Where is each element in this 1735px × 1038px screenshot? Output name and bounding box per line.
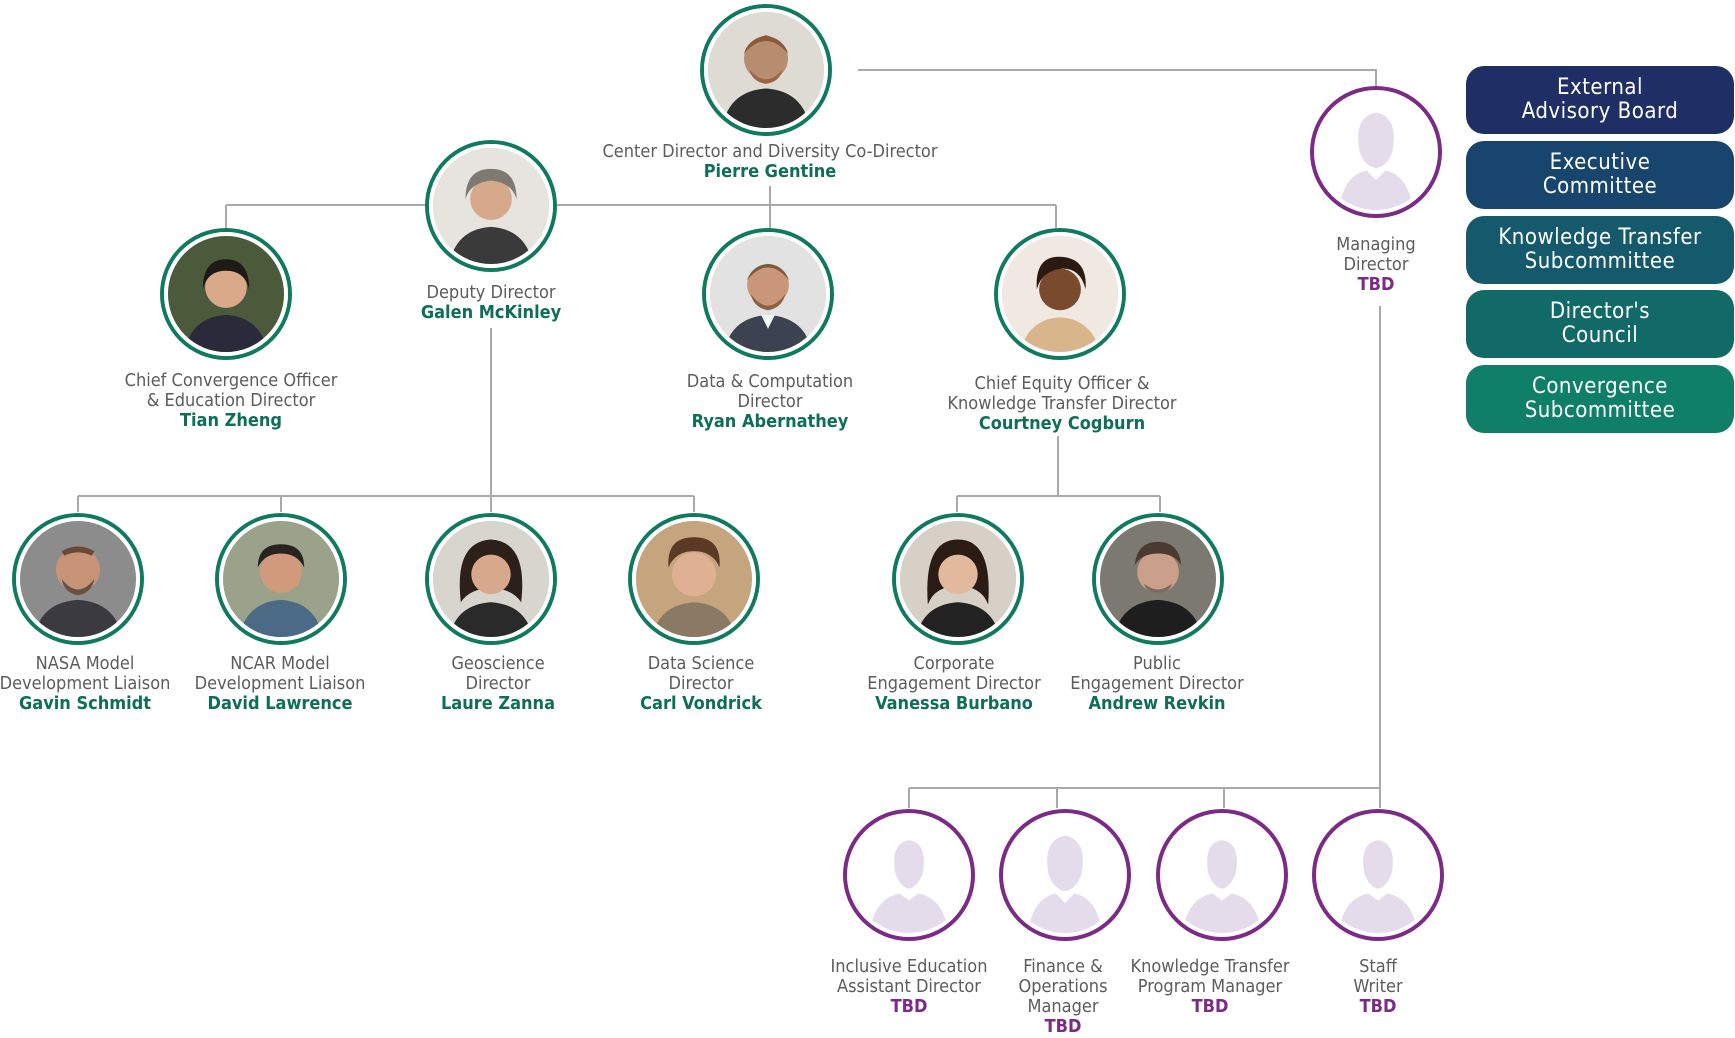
role-text: Deputy Director: [426, 282, 556, 303]
name-text: Galen McKinley: [420, 302, 562, 323]
committee-knowledge-transfer: Knowledge Transfer Subcommittee: [1466, 216, 1734, 284]
chief-equity-label: Chief Equity Officer & Knowledge Transfe…: [912, 374, 1212, 434]
name-text: Tian Zheng: [179, 410, 283, 431]
person-photo-icon: [998, 232, 1122, 356]
person-photo-icon: [706, 232, 830, 356]
person-photo-icon: [704, 8, 828, 132]
staff-writer-label: Staff Writer TBD: [1248, 957, 1508, 1017]
name-text: Vanessa Burbano: [875, 693, 1033, 714]
kt-program-manager-label: Knowledge Transfer Program Manager TBD: [1076, 957, 1344, 1017]
role-text: Data & Computation Director: [686, 371, 854, 412]
name-text: Ryan Abernathey: [691, 411, 849, 432]
connector-to-managing-director: [858, 69, 1377, 88]
person-silhouette-icon: [1003, 813, 1127, 937]
role-text: Center Director and Diversity Co-Directo…: [602, 141, 938, 162]
role-text: Geoscience Director: [451, 653, 545, 694]
data-science-label: Data Science Director Carl Vondrick: [571, 654, 831, 714]
name-text: Courtney Cogburn: [978, 413, 1146, 434]
name-text: Pierre Gentine: [703, 161, 837, 182]
committee-convergence: Convergence Subcommittee: [1466, 365, 1734, 433]
role-text: Finance & Operations Manager: [1018, 956, 1108, 1017]
name-text: TBD: [890, 996, 928, 1017]
role-text: Chief Equity Officer & Knowledge Transfe…: [947, 373, 1177, 414]
data-computation-label: Data & Computation Director Ryan Abernat…: [640, 372, 900, 432]
name-text: TBD: [1357, 274, 1395, 295]
name-text: Carl Vondrick: [640, 693, 762, 714]
inclusive-education-label: Inclusive Education Assistant Director T…: [779, 957, 1039, 1017]
geoscience-label: Geoscience Director Laure Zanna: [368, 654, 628, 714]
name-text: TBD: [1044, 1016, 1082, 1037]
name-text: Gavin Schmidt: [18, 693, 152, 714]
deputy-director-label: Deputy Director Galen McKinley: [361, 283, 621, 323]
person-photo-icon: [164, 232, 288, 356]
committee-external-advisory-board: External Advisory Board: [1466, 66, 1734, 134]
person-silhouette-icon: [1160, 813, 1284, 937]
name-text: Andrew Revkin: [1088, 693, 1226, 714]
name-text: TBD: [1359, 996, 1397, 1017]
person-photo-icon: [16, 517, 140, 641]
person-photo-icon: [896, 517, 1020, 641]
role-text: Corporate Engagement Director: [867, 653, 1041, 694]
committee-directors-council: Director's Council: [1466, 290, 1734, 358]
chief-convergence-label: Chief Convergence Officer & Education Di…: [101, 371, 361, 431]
role-text: NCAR Model Development Liaison: [194, 653, 366, 694]
role-text: NASA Model Development Liaison: [0, 653, 171, 694]
person-photo-icon: [632, 517, 756, 641]
ncar-liaison-label: NCAR Model Development Liaison David Law…: [150, 654, 410, 714]
person-photo-icon: [1096, 517, 1220, 641]
person-photo-icon: [429, 144, 553, 268]
person-photo-icon: [219, 517, 343, 641]
role-text: Inclusive Education Assistant Director: [830, 956, 988, 997]
role-text: Chief Convergence Officer & Education Di…: [124, 370, 338, 411]
person-silhouette-icon: [1316, 813, 1440, 937]
name-text: TBD: [1191, 996, 1229, 1017]
public-engagement-label: Public Engagement Director Andrew Revkin: [1027, 654, 1287, 714]
person-silhouette-icon: [847, 813, 971, 937]
role-text: Knowledge Transfer Program Manager: [1130, 956, 1290, 997]
role-text: Staff Writer: [1353, 956, 1403, 997]
finance-operations-label: Finance & Operations Manager TBD: [933, 957, 1193, 1037]
corporate-engagement-label: Corporate Engagement Director Vanessa Bu…: [824, 654, 1084, 714]
role-text: Managing Director: [1336, 234, 1416, 275]
role-text: Public Engagement Director: [1070, 653, 1244, 694]
person-photo-icon: [429, 517, 553, 641]
managing-director-label: Managing Director TBD: [1246, 235, 1506, 295]
name-text: Laure Zanna: [440, 693, 556, 714]
nasa-liaison-label: NASA Model Development Liaison Gavin Sch…: [0, 654, 215, 714]
committee-executive: Executive Committee: [1466, 141, 1734, 209]
person-silhouette-icon: [1314, 90, 1438, 214]
role-text: Data Science Director: [647, 653, 755, 694]
name-text: David Lawrence: [207, 693, 353, 714]
center-director-label: Center Director and Diversity Co-Directo…: [570, 142, 970, 182]
